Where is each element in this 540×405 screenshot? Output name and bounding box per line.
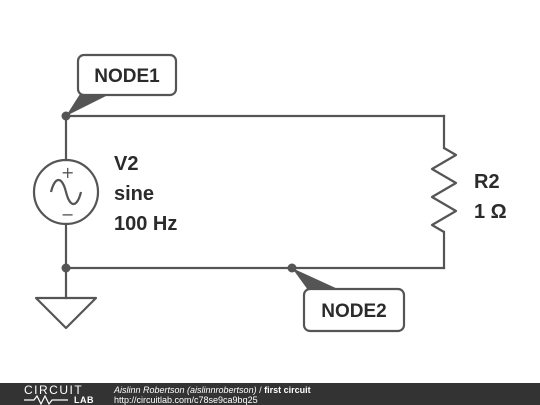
- node2-tag[interactable]: NODE2: [292, 268, 406, 333]
- sine-wave-icon: [49, 178, 83, 206]
- logo-bottom-row: LAB: [24, 395, 96, 405]
- logo-word-lab: LAB: [74, 395, 94, 405]
- node2-label: NODE2: [321, 301, 386, 322]
- source-minus-sign: −: [61, 205, 74, 224]
- node1-tag[interactable]: NODE1: [66, 53, 178, 116]
- junction-dot-ground: [61, 263, 71, 273]
- circuit-url[interactable]: http://circuitlab.com/c78se9ca9bq25: [114, 395, 258, 405]
- source-waveform: sine: [114, 183, 154, 205]
- ground-symbol[interactable]: [34, 296, 98, 330]
- logo-word-circuit: CIRCUIT: [24, 383, 84, 397]
- resistor-name: R2: [474, 171, 500, 193]
- footer-caption: Aislinn Robertson (aislinnrobertson) / f…: [114, 385, 311, 405]
- node2-tag-pointer: [292, 268, 340, 290]
- sine-voltage-source[interactable]: + −: [32, 158, 100, 226]
- circuitlab-logo[interactable]: CIRCUIT LAB: [24, 383, 96, 405]
- source-frequency: 100 Hz: [114, 213, 177, 235]
- footer-bar: CIRCUIT LAB Aislinn Robertson (aislinnro…: [0, 383, 540, 405]
- circuit-schematic: + − V2 sine 100 Hz R2 1 Ω NODE1 NODE2: [32, 53, 507, 333]
- node1-tag-pointer: [66, 94, 110, 116]
- author-name[interactable]: Aislinn Robertson (aislinnrobertson): [114, 385, 257, 395]
- node1-label: NODE1: [94, 66, 160, 87]
- logo-resistor-icon: [24, 395, 68, 405]
- node1-tag-box: [76, 53, 178, 97]
- caption-line-1: Aislinn Robertson (aislinnrobertson) / f…: [114, 385, 311, 395]
- resistor-zigzag[interactable]: [430, 147, 458, 233]
- caption-separator: /: [256, 385, 265, 395]
- source-plus-sign: +: [61, 163, 74, 182]
- resistor-value: 1 Ω: [474, 201, 507, 223]
- wires: [64, 114, 446, 300]
- source-name: V2: [114, 153, 138, 175]
- circuit-title[interactable]: first circuit: [264, 385, 311, 395]
- source-circle: [32, 158, 100, 226]
- node2-tag-box: [302, 287, 406, 333]
